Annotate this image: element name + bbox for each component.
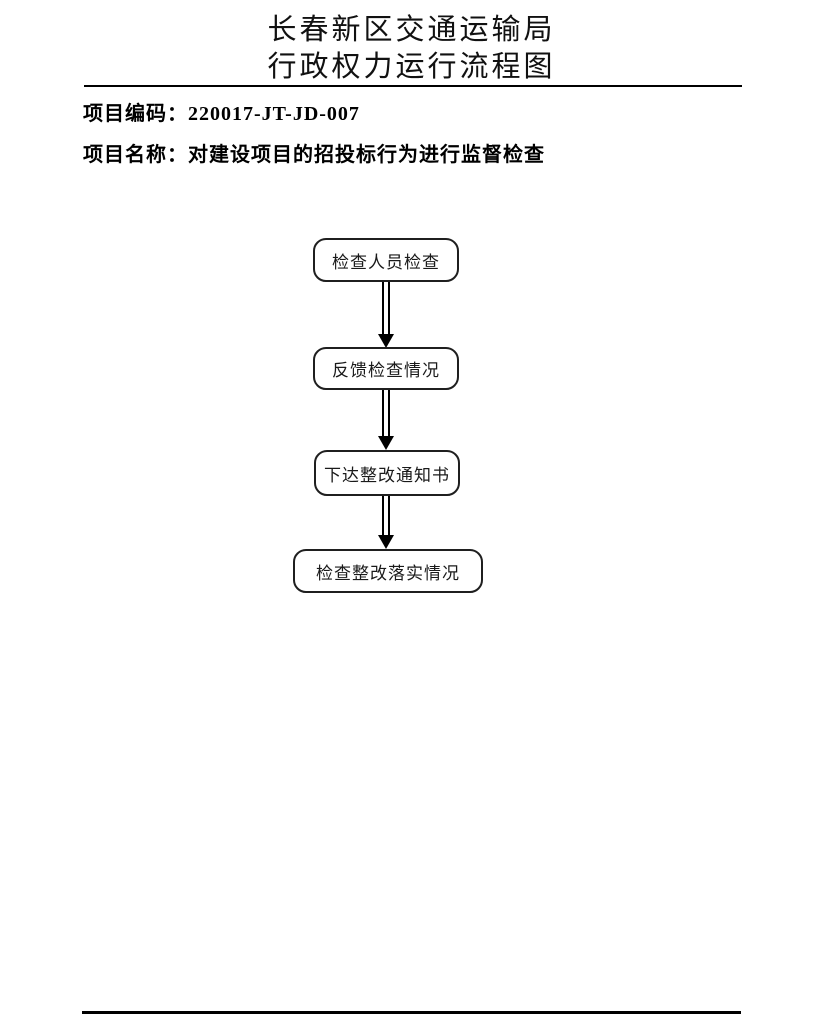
flow-step-label: 反馈检查情况 (332, 361, 440, 380)
project-code-value: 220017-JT-JD-007 (188, 103, 360, 125)
project-code-label: 项目编码： (83, 103, 188, 125)
flow-step-label: 检查整改落实情况 (316, 563, 460, 583)
flow-arrow-shaft (382, 496, 390, 535)
project-name-label: 项目名称： (83, 144, 188, 166)
title-line-1: 长春新区交通运输局 (267, 14, 556, 46)
flow-arrow-shaft (382, 282, 390, 334)
flow-step-verify: 检查整改落实情况 (293, 549, 483, 593)
flow-step-label: 下达整改通知书 (324, 465, 450, 485)
header-divider (84, 85, 742, 87)
footer-divider (82, 1011, 741, 1014)
project-name-value: 对建设项目的招投标行为进行监督检查 (188, 144, 545, 166)
flow-arrow-head (378, 436, 394, 450)
flow-arrow-shaft (382, 390, 390, 436)
flow-arrow-head (378, 334, 394, 348)
project-name-line: 项目名称：对建设项目的招投标行为进行监督检查 (83, 138, 545, 167)
project-code-line: 项目编码：220017-JT-JD-007 (83, 97, 360, 126)
title-line-2: 行政权力运行流程图 (267, 51, 556, 83)
flow-step-inspect: 检查人员检查 (313, 238, 459, 282)
flow-step-notice: 下达整改通知书 (314, 450, 460, 496)
document-title: 长春新区交通运输局 行政权力运行流程图 (0, 12, 823, 86)
flow-step-feedback: 反馈检查情况 (313, 347, 459, 390)
flow-arrow-head (378, 535, 394, 549)
flow-step-label: 检查人员检查 (332, 252, 440, 272)
